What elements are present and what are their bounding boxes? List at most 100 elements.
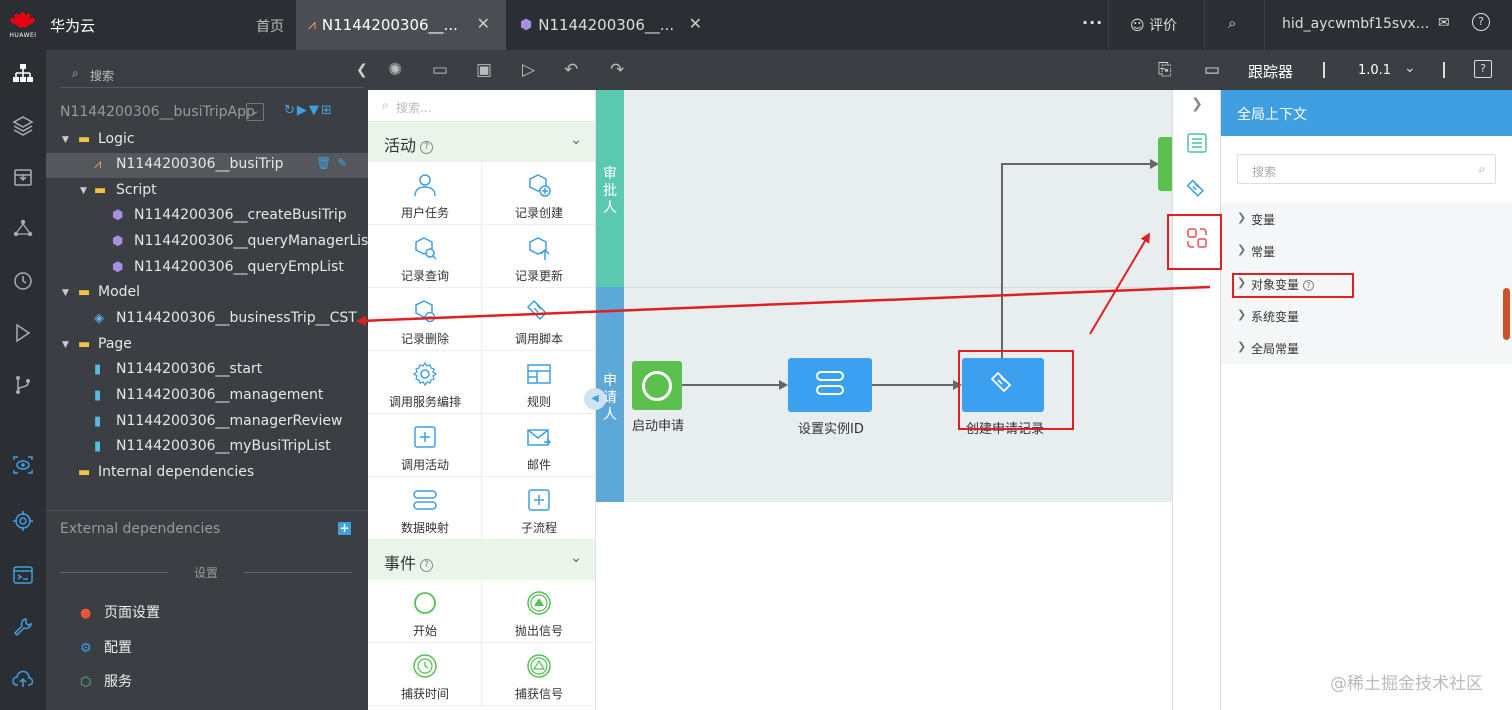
play-icon[interactable]: ▶ (296, 103, 309, 118)
refresh-icon[interactable]: ↻ (284, 103, 297, 118)
tree-node-manager-review[interactable]: ▮ N1144200306__managerReview (46, 410, 368, 435)
context-item-variables[interactable]: ❯变量 (1237, 202, 1497, 234)
home-link[interactable]: 首页 (256, 19, 284, 35)
tree-node-query-manager-list[interactable]: ⬢ N1144200306__queryManagerList (46, 230, 374, 255)
section-events[interactable]: 事件? ⌄ (368, 540, 595, 580)
palette-search-input[interactable]: ⌕ 搜索... (368, 90, 595, 122)
sequence-flow[interactable] (682, 384, 780, 386)
palette-record-delete[interactable]: 记录删除 (368, 288, 482, 351)
sequence-flow[interactable] (1001, 163, 1151, 165)
collapse-palette-icon[interactable]: ◀ (584, 388, 606, 410)
settings-item-page-settings[interactable]: ●页面设置 (80, 602, 160, 622)
start-event-node[interactable] (632, 361, 682, 410)
set-instance-id-node[interactable] (788, 358, 872, 412)
layers-icon[interactable] (0, 114, 46, 141)
lane-approver[interactable]: 审批人 (596, 90, 624, 287)
run-settings-icon[interactable] (0, 322, 46, 349)
palette-record-update[interactable]: 记录更新 (482, 225, 595, 288)
collapse-panel-icon[interactable]: ❮ (356, 62, 368, 78)
target-icon[interactable] (0, 510, 46, 537)
palette-event-catch-signal[interactable]: 捕获信号 (482, 643, 595, 706)
tree-node-busi-trip[interactable]: ⩘ N1144200306__busiTrip 🗑✎ (46, 153, 368, 178)
export-icon[interactable]: ⎘ (1158, 60, 1172, 80)
user-name[interactable]: hid_aycwmbf15svx... (1282, 16, 1430, 32)
add-icon[interactable]: ⊞ (320, 103, 334, 118)
scrollbar-thumb[interactable] (1503, 288, 1510, 340)
save-as-icon[interactable]: ▣ (476, 60, 493, 80)
help-icon[interactable]: ? (1474, 60, 1492, 78)
chevron-right-icon[interactable]: ❯ (1191, 96, 1203, 112)
run-icon[interactable]: ▷ (522, 60, 536, 80)
tree-node-internal-deps[interactable]: ▬ Internal dependencies (46, 461, 368, 486)
chevron-down-icon[interactable]: ⌄ (570, 550, 582, 566)
chevron-down-icon[interactable]: ⌄ (246, 103, 264, 121)
approval-task-node[interactable] (1158, 137, 1172, 191)
version-select[interactable]: 1.0.1 (1358, 63, 1392, 78)
redo-icon[interactable]: ↷ (610, 60, 625, 80)
help-icon[interactable]: ? (420, 141, 434, 154)
create-record-node[interactable] (962, 358, 1044, 412)
palette-data-mapping[interactable]: 数据映射 (368, 477, 482, 540)
context-variables-icon[interactable] (1173, 226, 1221, 255)
palette-record-query[interactable]: 记录查询 (368, 225, 482, 288)
rate-button[interactable]: ☺ 评价 (1130, 15, 1177, 35)
wrench-icon[interactable] (0, 616, 46, 643)
sequence-flow[interactable] (872, 384, 954, 386)
tree-node-logic[interactable]: ▼ ▬ Logic (46, 128, 368, 153)
cloud-name[interactable]: 华为云 (50, 17, 96, 35)
palette-call-script[interactable]: 调用脚本 (482, 288, 595, 351)
tree-node-my-busi-trip-list[interactable]: ▮ N1144200306__myBusiTripList (46, 435, 368, 460)
cloud-upload-icon[interactable] (0, 668, 46, 695)
tab-busi-trip-logic[interactable]: ⩘ N1144200306__... ✕ (296, 0, 506, 50)
delete-icon[interactable]: 🗑 (316, 156, 338, 170)
tree-node-business-trip-cst[interactable]: ◈ N1144200306__businessTrip__CST (46, 307, 368, 332)
search-icon[interactable]: ⌕ (1228, 14, 1237, 32)
tree-node-start[interactable]: ▮ N1144200306__start (46, 358, 368, 383)
tracker-button[interactable]: 跟踪器 (1248, 63, 1294, 81)
eye-scan-icon[interactable] (0, 454, 46, 481)
context-item-global-constants[interactable]: ❯全局常量 (1237, 331, 1497, 363)
palette-event-catch-timer[interactable]: 捕获时间 (368, 643, 482, 706)
download-box-icon[interactable] (0, 166, 46, 193)
context-item-object-variables[interactable]: ❯对象变量? (1237, 267, 1497, 299)
palette-call-activity[interactable]: 调用活动 (368, 414, 482, 477)
palette-subprocess[interactable]: 子流程 (482, 477, 595, 540)
process-canvas[interactable]: 审批人 申请人 ◀ 启动申请 设置实例ID 创建申请记录 (584, 90, 1172, 710)
org-tree-icon[interactable] (0, 62, 46, 89)
context-item-system-variables[interactable]: ❯系统变量 (1237, 299, 1497, 331)
external-dependencies[interactable]: External dependencies + (46, 510, 368, 546)
context-search-input[interactable]: 搜索 ⌕ (1237, 154, 1496, 184)
tree-node-model[interactable]: ▼ ▬ Model (46, 281, 368, 306)
monitor-icon[interactable]: ▭ (1204, 60, 1221, 80)
context-item-constants[interactable]: ❯常量 (1237, 234, 1497, 266)
terminal-icon[interactable] (0, 564, 46, 591)
palette-event-start[interactable]: 开始 (368, 580, 482, 643)
palette-record-create[interactable]: 记录创建 (482, 162, 595, 225)
huawei-logo[interactable]: HUAWEI (0, 0, 46, 50)
chevron-down-icon[interactable]: ⌄ (570, 132, 582, 148)
tree-node-page[interactable]: ▼ ▬ Page (46, 333, 368, 358)
tree-node-query-emp-list[interactable]: ⬢ N1144200306__queryEmpList (46, 256, 368, 281)
tab-script[interactable]: ⬢ N1144200306__... ✕ (508, 0, 718, 50)
tree-node-script[interactable]: ▼ ▬ Script (46, 179, 368, 204)
app-name[interactable]: N1144200306__busiTripApp (60, 104, 255, 120)
close-icon[interactable]: ✕ (476, 14, 490, 33)
palette-rule[interactable]: 规则 (482, 351, 595, 414)
save-icon[interactable]: ▭ (432, 60, 449, 80)
tree-node-management[interactable]: ▮ N1144200306__management (46, 384, 368, 409)
palette-mail[interactable]: 邮件 (482, 414, 595, 477)
branch-icon[interactable] (0, 374, 46, 401)
undo-icon[interactable]: ↶ (564, 60, 579, 80)
tree-search-input[interactable]: ⌕ 搜索 (60, 62, 364, 88)
more-button[interactable]: ··· (1082, 13, 1104, 32)
help-icon[interactable]: ? (1303, 280, 1315, 291)
chevron-down-icon[interactable]: ⌄ (1404, 60, 1416, 76)
settings-item-config[interactable]: ⚙配置 (80, 637, 132, 657)
add-icon[interactable]: + (338, 521, 351, 535)
script-icon[interactable] (1173, 178, 1221, 205)
tree-node-create-busi-trip[interactable]: ⬢ N1144200306__createBusiTrip (46, 204, 368, 229)
network-icon[interactable] (0, 218, 46, 245)
help-icon[interactable]: ? (420, 559, 434, 572)
mail-icon[interactable]: ✉ (1438, 15, 1450, 31)
section-activities[interactable]: 活动? ⌄ (368, 122, 595, 162)
